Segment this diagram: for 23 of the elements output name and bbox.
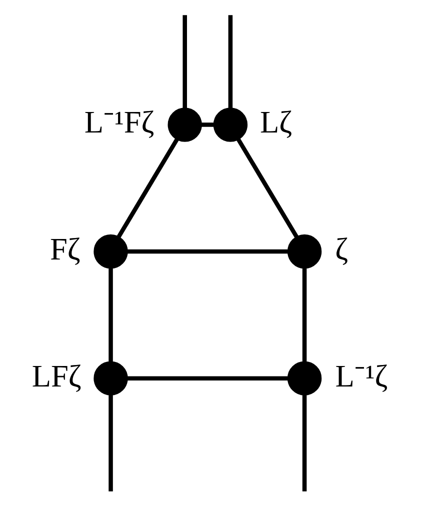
connector [127, 376, 288, 380]
connector [228, 15, 233, 108]
connector [302, 268, 307, 362]
connector [127, 249, 288, 254]
node-label: L⁻¹ζ [335, 358, 388, 394]
connector [108, 394, 113, 492]
connector [201, 122, 214, 127]
connector [182, 15, 187, 108]
node-circle [94, 234, 128, 269]
node-circle [168, 108, 202, 142]
node-circle [213, 108, 248, 142]
node-label: ζ [335, 232, 348, 267]
node-label: L⁻¹Fζ [84, 104, 154, 140]
connector [116, 138, 179, 238]
connector [236, 138, 298, 238]
node-label: Fζ [50, 232, 80, 267]
node-circle [287, 234, 322, 269]
connector [302, 394, 307, 492]
node-label: LFζ [32, 358, 82, 394]
connector [108, 268, 113, 362]
node-circle [94, 361, 128, 396]
node-label: Lζ [260, 104, 292, 140]
node-circle [287, 361, 322, 396]
